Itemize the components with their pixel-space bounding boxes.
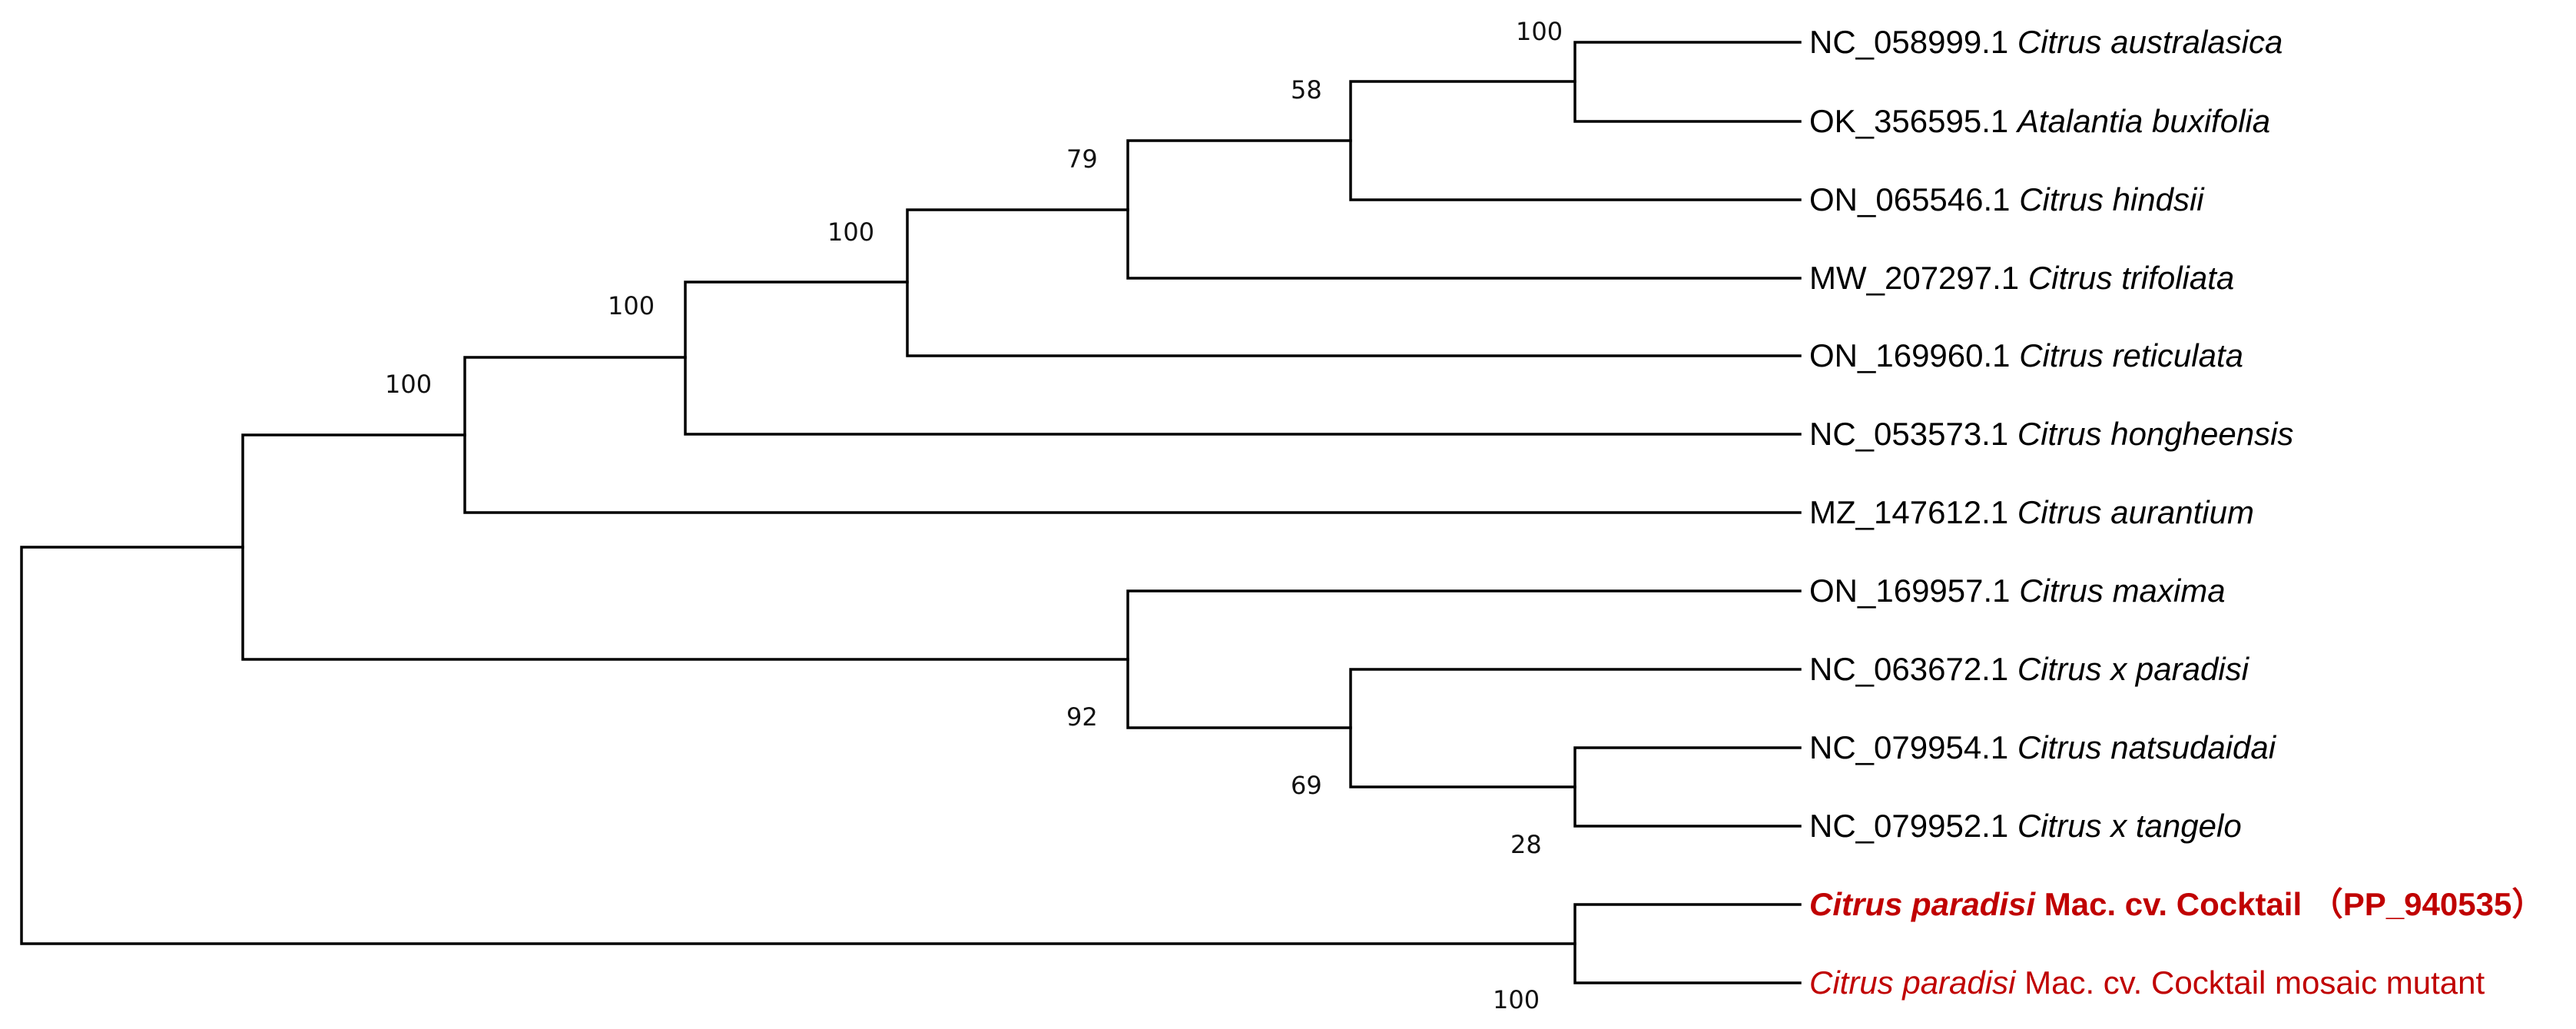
- taxon-label: ON_169957.1 Citrus maxima: [1809, 573, 2226, 609]
- branch: [241, 433, 1129, 661]
- support-value: 79: [1066, 144, 1098, 174]
- species-name: Citrus aurantium: [2017, 494, 2254, 530]
- support-values: 100 58 79 100 100 100 92 69 28 100: [385, 17, 1563, 1014]
- taxon-label-highlighted: Citrus paradisi Mac. cv. Cocktail （PP_94…: [1809, 886, 2544, 922]
- taxon-label: ON_065546.1 Citrus hindsii: [1809, 181, 2205, 217]
- support-value: 100: [1516, 17, 1563, 46]
- taxon-label: NC_063672.1 Citrus x paradisi: [1809, 651, 2250, 687]
- accession-id: ON_065546.1: [1809, 181, 2011, 217]
- accession-id: NC_079954.1: [1809, 729, 2008, 765]
- taxon-label: MZ_147612.1 Citrus aurantium: [1809, 494, 2254, 530]
- accession-id: NC_063672.1: [1809, 651, 2008, 687]
- species-name: Citrus reticulata: [2019, 337, 2243, 373]
- accession-id: NC_079952.1: [1809, 808, 2008, 844]
- support-value: 58: [1291, 75, 1322, 105]
- species-name: Citrus hongheensis: [2017, 416, 2294, 452]
- taxon-label: NC_053573.1 Citrus hongheensis: [1809, 416, 2293, 452]
- accession-id: OK_356595.1: [1809, 103, 2008, 139]
- branch: [1573, 41, 1802, 123]
- taxon-label: MW_207297.1 Citrus trifoliata: [1809, 260, 2234, 296]
- support-value: 100: [608, 291, 655, 320]
- branch: [20, 546, 1576, 945]
- accession-id: ON_169957.1: [1809, 573, 2011, 609]
- species-name: Citrus x paradisi: [2017, 651, 2250, 687]
- cultivar-label: Mac. cv. Cocktail （PP_940535）: [2035, 886, 2544, 922]
- species-name: Atalantia buxifolia: [2015, 103, 2270, 139]
- species-name: Citrus paradisi: [1809, 886, 2036, 922]
- taxon-label: NC_079952.1 Citrus x tangelo: [1809, 808, 2242, 844]
- species-name: Citrus trifoliata: [2028, 260, 2234, 296]
- tree-branches: [20, 41, 1802, 984]
- support-value: 92: [1066, 702, 1098, 732]
- branch: [906, 208, 1802, 357]
- support-value: 100: [1493, 985, 1540, 1014]
- taxon-label: ON_169960.1 Citrus reticulata: [1809, 337, 2243, 373]
- species-name: Citrus australasica: [2017, 24, 2283, 60]
- species-name: Citrus maxima: [2019, 573, 2225, 609]
- accession-id: MW_207297.1: [1809, 260, 2019, 296]
- species-name: Citrus natsudaidai: [2017, 729, 2277, 765]
- taxon-label-highlighted: Citrus paradisi Mac. cv. Cocktail mosaic…: [1809, 964, 2485, 1001]
- species-name: Citrus hindsii: [2019, 181, 2205, 217]
- branch: [1126, 589, 1802, 729]
- support-value: 100: [385, 370, 432, 399]
- support-value: 28: [1510, 830, 1542, 859]
- taxon-label: NC_058999.1 Citrus australasica: [1809, 24, 2283, 60]
- accession-id: NC_058999.1: [1809, 24, 2008, 60]
- branch: [684, 280, 1802, 436]
- accession-id: ON_169960.1: [1809, 337, 2011, 373]
- species-name: Citrus x tangelo: [2017, 808, 2242, 844]
- branch: [1126, 139, 1802, 280]
- taxon-label: NC_079954.1 Citrus natsudaidai: [1809, 729, 2277, 765]
- taxon-labels: NC_058999.1 Citrus australasica OK_35659…: [1809, 24, 2544, 1001]
- branch: [1573, 746, 1802, 828]
- taxon-label: OK_356595.1 Atalantia buxifolia: [1809, 103, 2270, 139]
- cultivar-label: Mac. cv. Cocktail mosaic mutant: [2015, 964, 2485, 1001]
- support-value: 69: [1291, 771, 1322, 800]
- species-name: Citrus paradisi: [1809, 964, 2017, 1001]
- support-value: 100: [827, 217, 874, 247]
- accession-id: NC_053573.1: [1809, 416, 2008, 452]
- accession-id: MZ_147612.1: [1809, 494, 2008, 530]
- branch: [1573, 903, 1802, 984]
